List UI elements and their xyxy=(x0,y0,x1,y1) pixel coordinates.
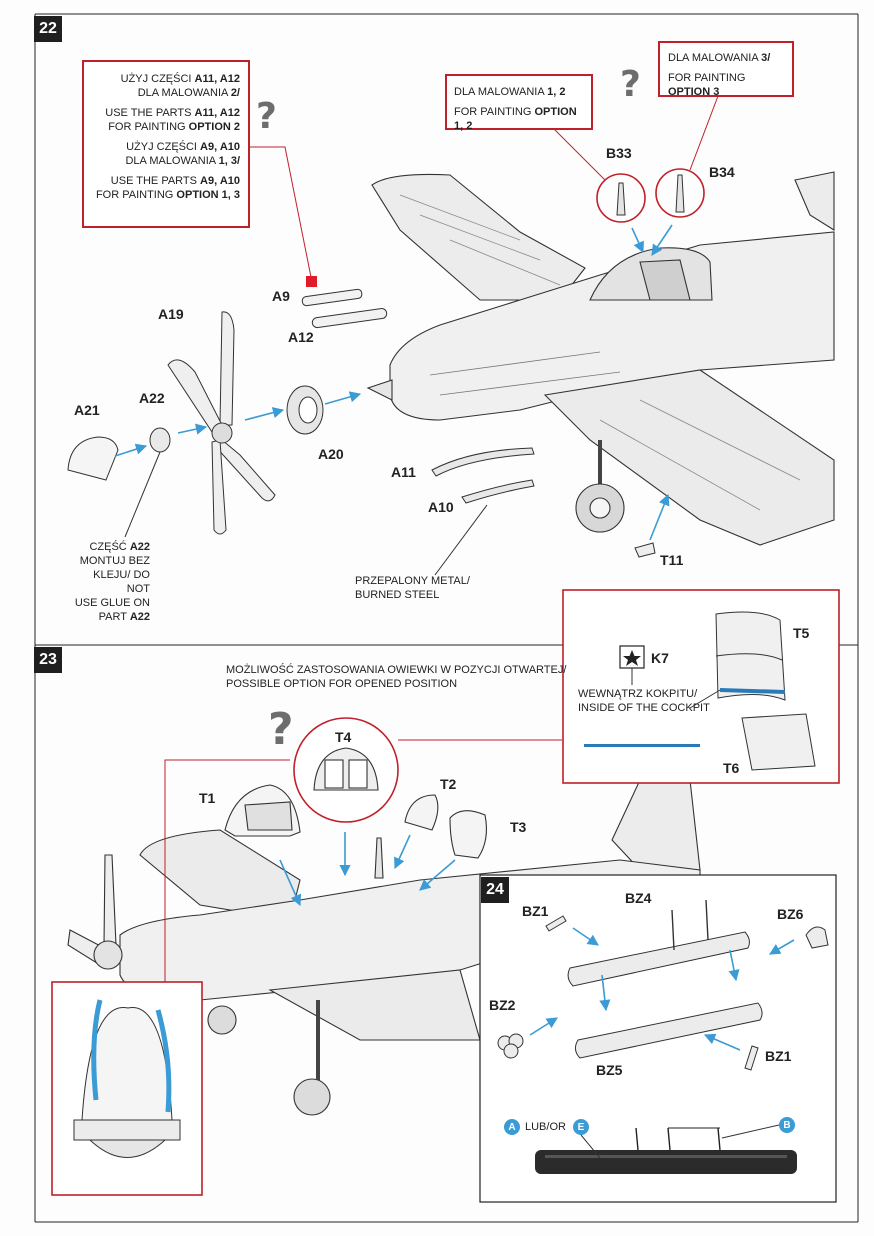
callout-text: FOR PAINTING xyxy=(108,121,189,133)
part-label-b33: B33 xyxy=(606,145,632,161)
callout-text: UŻYJ CZĘŚCI xyxy=(120,73,195,85)
note-bold: A22 xyxy=(129,611,150,623)
note-text: MOŻLIWOŚĆ ZASTOSOWANIA OWIEWKI W POZYCJI… xyxy=(226,664,567,676)
callout-bold: 1, 2 xyxy=(547,86,566,98)
option-e-badge: E xyxy=(577,1122,585,1133)
callout-text: DLA MALOWANIA xyxy=(668,52,762,64)
part-label-bz2: BZ2 xyxy=(489,997,516,1013)
part-label-bz1-second: BZ1 xyxy=(765,1048,792,1064)
note-text: USE GLUE ON xyxy=(74,597,150,609)
part-label-t5: T5 xyxy=(793,625,810,641)
part-label-t1: T1 xyxy=(199,790,216,806)
callout-bold: OPTION 1, 2 xyxy=(454,106,577,132)
part-label-a20: A20 xyxy=(318,446,344,462)
part-label-t3: T3 xyxy=(510,819,527,835)
callout-text: DLA MALOWANIA xyxy=(125,155,219,167)
note-text: PART xyxy=(98,611,130,623)
aircraft-step22 xyxy=(366,171,835,546)
part-label-a12: A12 xyxy=(288,329,314,345)
note-text: BURNED STEEL xyxy=(355,589,440,601)
note-text: WEWNĄTRZ KOKPITU/ xyxy=(578,688,698,700)
option-a-badge: A xyxy=(508,1122,516,1133)
option-b-badge: B xyxy=(783,1120,791,1131)
part-label-a10: A10 xyxy=(428,499,454,515)
step-23-badge: 23 xyxy=(34,647,62,673)
callout-bold: OPTION 1, 3 xyxy=(176,189,240,201)
callout-text: DLA MALOWANIA xyxy=(454,86,548,98)
part-label-t11: T11 xyxy=(660,552,684,568)
part-label-b34: B34 xyxy=(709,164,735,180)
callout-bold: OPTION 2 xyxy=(188,121,240,133)
burned-steel-note: PRZEPALONY METAL/ BURNED STEEL xyxy=(355,574,470,602)
note-text: MONTUJ BEZ xyxy=(79,555,150,567)
glue-warning-note: CZĘŚĆ A22 MONTUJ BEZ KLEJU/ DO NOT USE G… xyxy=(70,540,150,624)
part-label-a21: A21 xyxy=(74,402,100,418)
callout-bold: A11, A12 xyxy=(194,73,240,85)
paint-option-callout-left: UŻYJ CZĘŚCI A11, A12 DLA MALOWANIA 2/ US… xyxy=(82,60,250,228)
part-label-a9: A9 xyxy=(272,288,290,304)
step-22-badge: 22 xyxy=(34,16,62,42)
note-text: INSIDE OF THE COCKPIT xyxy=(578,702,710,714)
callout-text: FOR PAINTING xyxy=(95,189,177,201)
callout-text: FOR PAINTING xyxy=(454,106,535,118)
callout-text: UŻYJ CZĘŚCI xyxy=(126,141,201,153)
note-text: POSSIBLE OPTION FOR OPENED POSITION xyxy=(226,678,458,690)
callout-text: USE THE PARTS xyxy=(110,175,201,187)
callout-bold: A11, A12 xyxy=(194,107,240,119)
question-mark-icon: ? xyxy=(620,64,641,105)
part-label-bz1: BZ1 xyxy=(522,903,549,919)
part-label-a19: A19 xyxy=(158,306,184,322)
part-label-bz6: BZ6 xyxy=(777,906,804,922)
note-text: KLEJU/ DO NOT xyxy=(93,569,150,595)
part-label-t6: T6 xyxy=(723,760,740,776)
question-mark-icon: ? xyxy=(268,704,294,755)
paint-option-callout-right: DLA MALOWANIA 3/ FOR PAINTING OPTION 3 xyxy=(658,41,794,98)
note-bold: A22 xyxy=(129,541,150,553)
callout-bold: 3/ xyxy=(761,52,771,64)
lub-or-label: LUB/OR xyxy=(525,1121,566,1133)
part-label-k7: K7 xyxy=(651,650,669,666)
step-24-badge: 24 xyxy=(481,877,509,903)
callout-bold: A9, A10 xyxy=(200,141,240,153)
open-canopy-option-note: MOŻLIWOŚĆ ZASTOSOWANIA OWIEWKI W POZYCJI… xyxy=(226,663,566,691)
part-label-bz4: BZ4 xyxy=(625,890,652,906)
callout-bold: OPTION 3 xyxy=(668,86,720,98)
note-text: PRZEPALONY METAL/ xyxy=(355,575,470,587)
callout-text: DLA MALOWANIA xyxy=(137,87,231,99)
part-label-a11: A11 xyxy=(391,464,416,480)
inside-cockpit-note: WEWNĄTRZ KOKPITU/ INSIDE OF THE COCKPIT xyxy=(578,687,710,715)
callout-bold: 2/ xyxy=(230,87,240,99)
part-label-bz5: BZ5 xyxy=(596,1062,623,1078)
part-label-t4: T4 xyxy=(335,729,352,745)
paint-option-callout-mid: DLA MALOWANIA 1, 2 FOR PAINTING OPTION 1… xyxy=(445,74,593,132)
callout-text: FOR PAINTING xyxy=(668,72,746,84)
callout-bold: 1, 3/ xyxy=(218,155,240,167)
question-mark-icon: ? xyxy=(256,96,277,137)
callout-text: USE THE PARTS xyxy=(105,107,195,119)
part-label-a22: A22 xyxy=(139,390,165,406)
callout-bold: A9, A10 xyxy=(200,175,240,187)
note-text: CZĘŚĆ xyxy=(89,541,130,553)
part-label-t2: T2 xyxy=(440,776,457,792)
